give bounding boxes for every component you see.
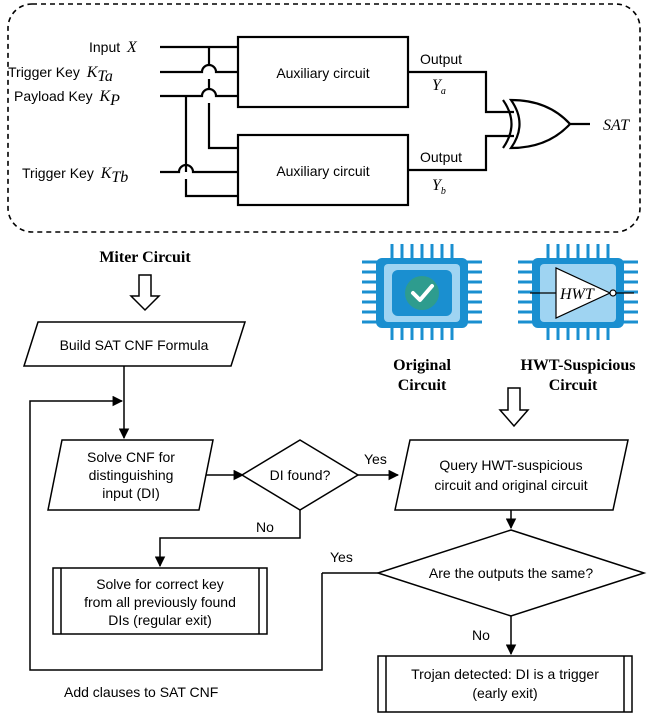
- label-payload-key: Payload Key KP: [14, 88, 120, 109]
- svg-text:HWT: HWT: [559, 286, 595, 303]
- solve-cnf-label-1: Solve CNF for: [87, 449, 175, 465]
- original-chip-icon: [362, 244, 482, 340]
- miter-dashed-border: [7, 3, 641, 233]
- build-sat-cnf-label: Build SAT CNF Formula: [60, 337, 209, 353]
- label-input-x: Input X: [89, 39, 138, 56]
- label-trigger-key-b: Trigger Key KTb: [22, 165, 128, 186]
- query-label-2: circuit and original circuit: [434, 477, 587, 493]
- sat-label: SAT: [603, 117, 630, 134]
- hollow-arrow-chips: [498, 387, 530, 428]
- add-clauses-label: Add clauses to SAT CNF: [64, 684, 218, 700]
- aux-circuit-top-label: Auxiliary circuit: [276, 65, 369, 81]
- regular-exit-label-1: Solve for correct key: [96, 576, 224, 592]
- query-label-1: Query HWT-suspicious: [439, 457, 582, 473]
- aux-circuit-bottom-label: Auxiliary circuit: [276, 163, 369, 179]
- xor-gate: [502, 98, 572, 150]
- hollow-arrow-miter: [129, 274, 161, 312]
- output-bottom-label: Output: [420, 149, 462, 165]
- solve-cnf-label-3: input (DI): [102, 485, 160, 501]
- query-box: [394, 439, 629, 511]
- aux-circuit-bottom: [236, 133, 410, 207]
- di-found-label: DI found?: [270, 467, 331, 483]
- regular-exit-box: [52, 567, 268, 635]
- yes-label-1: Yes: [364, 451, 387, 467]
- solve-cnf-label-2: distinguishing: [89, 467, 174, 483]
- build-sat-cnf-box: [22, 321, 247, 367]
- solve-cnf-box: [47, 439, 214, 511]
- label-trigger-key-a: Trigger Key KTa: [8, 64, 113, 85]
- output-ya-label: Ya: [432, 77, 446, 97]
- hwt-chip-icon: HWT: [518, 244, 638, 340]
- regular-exit-label-3: DIs (regular exit): [108, 612, 211, 628]
- miter-circuit-caption: Miter Circuit: [99, 249, 191, 266]
- yes-label-2: Yes: [330, 549, 353, 565]
- trojan-detected-box: [377, 655, 633, 713]
- original-circuit-label-1: Original: [393, 357, 451, 374]
- aux-circuit-top: [236, 35, 410, 109]
- output-top-label: Output: [420, 51, 462, 67]
- trojan-detected-label-2: (early exit): [472, 685, 537, 701]
- no-label-1: No: [256, 519, 274, 535]
- hwt-circuit-label-2: Circuit: [549, 377, 598, 394]
- no-label-2: No: [472, 627, 490, 643]
- outputs-same-label: Are the outputs the same?: [429, 565, 593, 581]
- miter-wires: [160, 45, 238, 198]
- trojan-detected-label-1: Trojan detected: DI is a trigger: [411, 666, 599, 682]
- original-circuit-label-2: Circuit: [398, 377, 447, 394]
- output-yb-label: Yb: [432, 177, 446, 197]
- hwt-circuit-label-1: HWT-Suspicious: [520, 357, 635, 374]
- regular-exit-label-2: from all previously found: [84, 594, 236, 610]
